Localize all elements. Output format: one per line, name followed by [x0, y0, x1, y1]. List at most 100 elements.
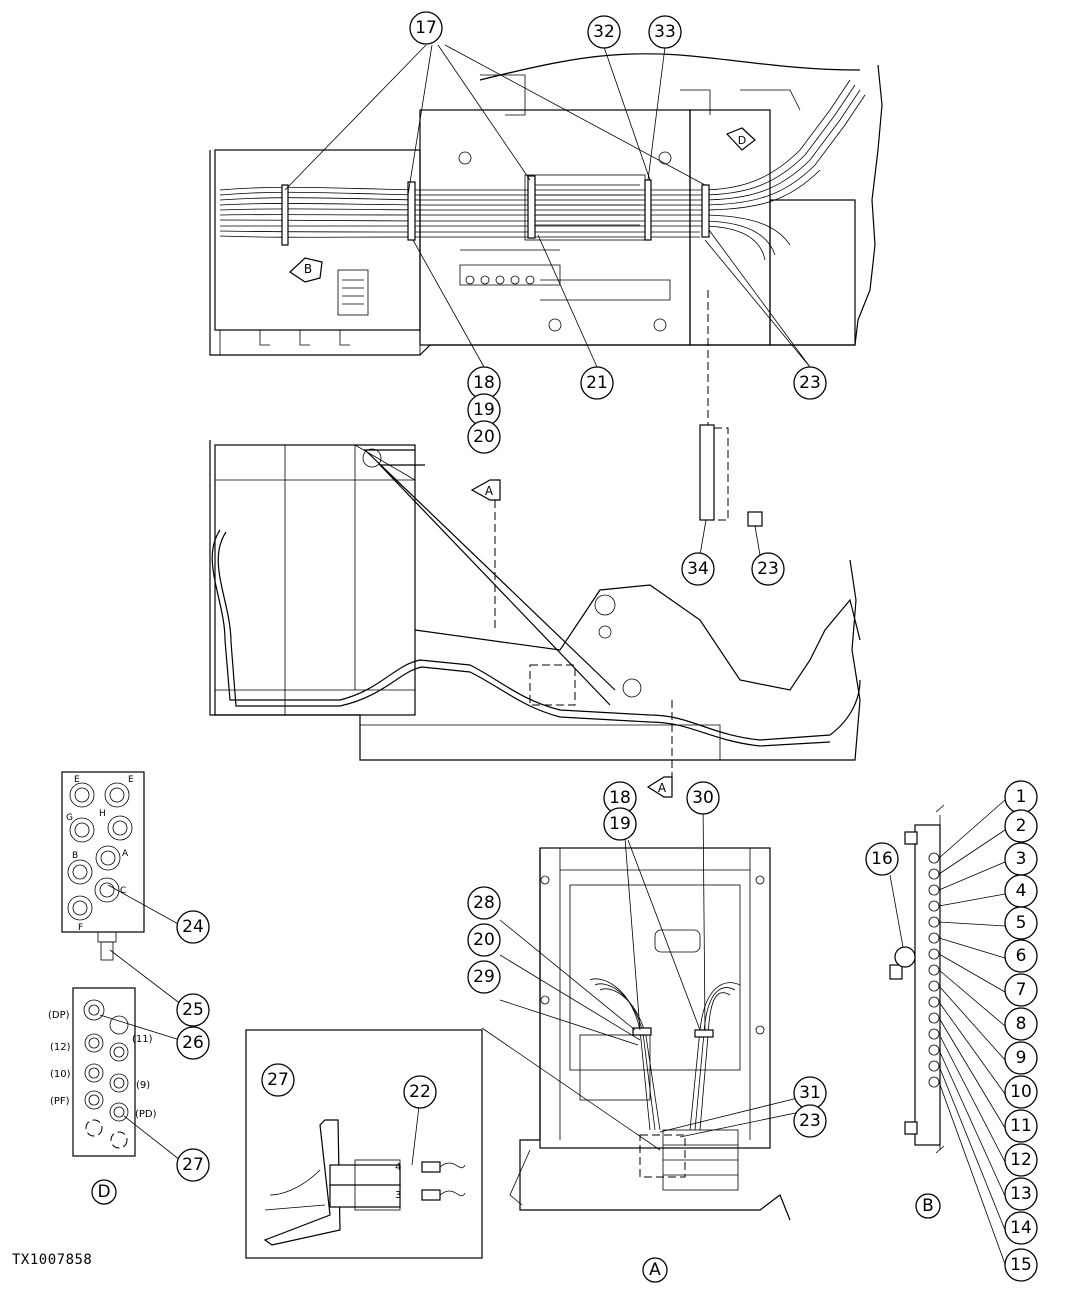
svg-text:13: 13 — [1010, 1184, 1032, 1204]
svg-text:26: 26 — [182, 1033, 204, 1053]
svg-text:34: 34 — [687, 559, 709, 579]
svg-text:33: 33 — [654, 22, 676, 42]
svg-text:(DP): (DP) — [48, 1010, 70, 1021]
callout-13: 13 — [1004, 1177, 1038, 1211]
view-d: E E G H B A C F (DP) (12) (11) (10 — [48, 771, 183, 1161]
svg-text:23: 23 — [799, 373, 821, 393]
svg-text:8: 8 — [1016, 1014, 1027, 1034]
callout-31: 31 — [793, 1076, 827, 1110]
callout-3: 3 — [1004, 842, 1038, 876]
svg-text:29: 29 — [473, 967, 495, 987]
svg-text:24: 24 — [182, 917, 204, 937]
svg-text:19: 19 — [473, 400, 495, 420]
callout-12: 12 — [1004, 1143, 1038, 1177]
svg-text:6: 6 — [1016, 946, 1027, 966]
callout-25: 25 — [176, 993, 210, 1027]
svg-text:A: A — [122, 849, 129, 859]
svg-text:20: 20 — [473, 930, 495, 950]
callout-9: 9 — [1004, 1041, 1038, 1075]
callout-29: 29 — [467, 960, 501, 994]
svg-text:16: 16 — [871, 849, 893, 869]
callout-17: 17 — [409, 11, 443, 45]
callout-4: 4 — [1004, 874, 1038, 908]
svg-text:E: E — [128, 775, 134, 785]
svg-text:22: 22 — [409, 1082, 431, 1102]
svg-text:4: 4 — [1016, 881, 1027, 901]
svg-text:31: 31 — [799, 1083, 821, 1103]
svg-text:(10): (10) — [50, 1069, 71, 1080]
callout-5: 5 — [1004, 906, 1038, 940]
svg-text:G: G — [66, 813, 73, 823]
fuse-stack — [928, 852, 940, 1088]
callout-11: 11 — [1004, 1109, 1038, 1143]
callout-32: 32 — [587, 15, 621, 49]
svg-text:3: 3 — [1016, 849, 1027, 869]
callout-2: 2 — [1004, 809, 1038, 843]
svg-text:B: B — [922, 1196, 934, 1216]
svg-text:25: 25 — [182, 1000, 204, 1020]
callout-14: 14 — [1004, 1211, 1038, 1245]
svg-text:3: 3 — [395, 1190, 401, 1201]
side-view: A A — [209, 424, 861, 798]
svg-text:28: 28 — [473, 893, 495, 913]
svg-text:27: 27 — [182, 1155, 204, 1175]
svg-text:11: 11 — [1010, 1116, 1032, 1136]
callout-26: 26 — [176, 1026, 210, 1060]
svg-text:30: 30 — [692, 788, 714, 808]
callout-10: 10 — [1004, 1075, 1038, 1109]
svg-text:C: C — [120, 886, 126, 896]
svg-text:9: 9 — [1016, 1048, 1027, 1068]
svg-text:B: B — [304, 262, 312, 276]
callout-30: 30 — [686, 781, 720, 815]
svg-text:23: 23 — [757, 559, 779, 579]
svg-text:(9): (9) — [136, 1080, 150, 1091]
svg-text:10: 10 — [1010, 1082, 1032, 1102]
view-a — [481, 799, 811, 1221]
callout-22: 22 — [403, 1075, 437, 1109]
callout-27-inset: 27 — [261, 1063, 295, 1097]
svg-text:18: 18 — [473, 373, 495, 393]
svg-text:1: 1 — [1016, 787, 1027, 807]
svg-text:B: B — [72, 851, 78, 861]
section-a-arrow-top: A — [470, 479, 501, 501]
svg-text:F: F — [78, 923, 83, 933]
callout-18-lower: 18 — [603, 781, 637, 815]
wire-harness-top — [219, 79, 866, 261]
view-d-arrow: D — [725, 127, 756, 151]
svg-text:5: 5 — [1016, 913, 1027, 933]
svg-text:32: 32 — [593, 22, 615, 42]
svg-text:15: 15 — [1010, 1255, 1032, 1275]
callout-19-lower: 19 — [603, 807, 637, 841]
svg-text:H: H — [99, 809, 106, 819]
callout-18-top: 18 — [467, 366, 501, 400]
callout-7: 7 — [1004, 973, 1038, 1007]
callout-20-lower: 20 — [467, 923, 501, 957]
callout-1: 1 — [1004, 780, 1038, 814]
callout-33: 33 — [648, 15, 682, 49]
view-labels: D A B — [91, 1179, 941, 1283]
callout-15: 15 — [1004, 1248, 1038, 1282]
svg-text:12: 12 — [1010, 1150, 1032, 1170]
callout-16: 16 — [865, 842, 899, 876]
svg-text:A: A — [658, 781, 667, 795]
svg-text:27: 27 — [267, 1070, 289, 1090]
callout-19-top: 19 — [467, 393, 501, 427]
svg-text:(12): (12) — [50, 1042, 71, 1053]
callout-23-mid: 23 — [751, 552, 785, 586]
inset-27: 4 3 — [245, 1029, 483, 1259]
svg-text:20: 20 — [473, 427, 495, 447]
svg-text:7: 7 — [1016, 980, 1027, 1000]
svg-text:(11): (11) — [132, 1034, 153, 1045]
view-b — [889, 799, 1006, 1265]
svg-text:4: 4 — [395, 1162, 401, 1173]
svg-text:21: 21 — [586, 373, 608, 393]
section-a-arrow-bottom: A — [646, 776, 673, 798]
callout-6: 6 — [1004, 939, 1038, 973]
svg-text:A: A — [649, 1260, 661, 1280]
svg-text:18: 18 — [609, 788, 631, 808]
wire-harness-a — [589, 978, 741, 1131]
svg-text:23: 23 — [799, 1111, 821, 1131]
callout-23-top: 23 — [793, 366, 827, 400]
view-label-a: A — [642, 1257, 668, 1283]
